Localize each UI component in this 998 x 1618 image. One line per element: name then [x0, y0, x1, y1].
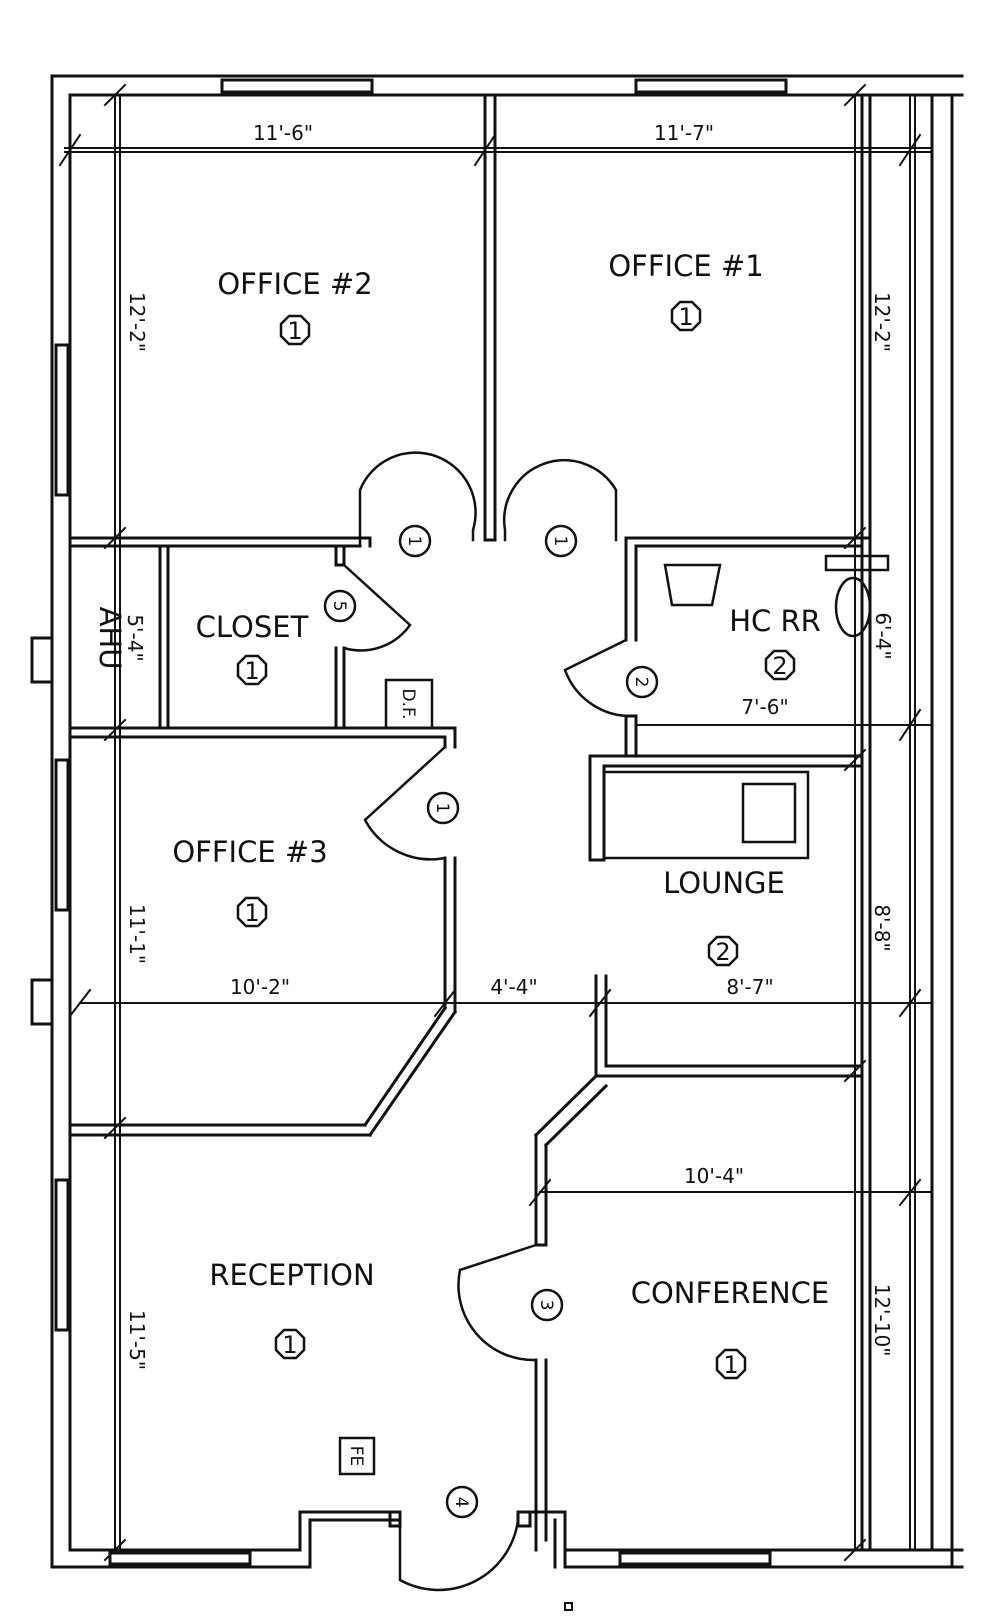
- dim-lounge-depth: 8'-8": [870, 904, 894, 951]
- drinking-fountain-label: D.F.: [398, 689, 418, 720]
- refrigerator-icon: [741, 782, 797, 844]
- room-name-conference: CONFERENCE: [631, 1276, 830, 1310]
- room-tag-lounge: 2: [715, 938, 730, 966]
- dim-office3-width: 10'-2": [230, 975, 290, 999]
- dim-conference-depth: 12'-10": [870, 1284, 894, 1357]
- dim-reception-depth: 11'-5": [125, 1310, 149, 1370]
- office3-tag-octagon: [236, 896, 268, 928]
- door-tag-circles: [323, 524, 659, 1519]
- fire-extinguisher-label: FE: [346, 1446, 366, 1467]
- room-name-office3: OFFICE #3: [172, 835, 327, 869]
- office2-tag-octagon: [279, 314, 311, 346]
- lounge-tag-octagon: [707, 935, 739, 967]
- room-name-closet: CLOSET: [196, 610, 309, 644]
- door-tag-conference: 3: [536, 1300, 556, 1311]
- closet-tag-octagon: [236, 654, 268, 686]
- sink-icon: [663, 563, 722, 607]
- door-tag-circle-conference: [530, 1288, 564, 1322]
- dim-office2-width: 11'-6": [253, 121, 313, 145]
- drinking-fountain-icon: [384, 678, 434, 730]
- dim-corridor-width: 4'-4": [490, 975, 537, 999]
- toilet-tank-icon: [824, 554, 890, 572]
- door-tag-circle-office1: [544, 524, 578, 558]
- exterior-walls: [30, 74, 964, 1569]
- door-swings: [342, 451, 628, 1592]
- dim-office1-width: 11'-7": [654, 121, 714, 145]
- dim-ahu-depth: 5'-4": [123, 614, 147, 661]
- toilet-bowl-icon: [834, 576, 872, 638]
- door-tag-circle-rr: [625, 665, 659, 699]
- office1-tag-octagon: [670, 300, 702, 332]
- dim-lounge-width: 8'-7": [726, 975, 773, 999]
- room-tag-office1: 1: [678, 303, 693, 331]
- dimension-lines: [58, 83, 931, 1562]
- room-tag-office2: 1: [287, 317, 302, 345]
- fixtures: [338, 554, 890, 1611]
- room-tag-office3: 1: [244, 899, 259, 927]
- interior-walls: [68, 93, 872, 1569]
- dim-office1-depth: 12'-2": [870, 292, 894, 352]
- conference-tag-octagon: [715, 1348, 747, 1380]
- room-tag-hc-rr: 2: [772, 652, 787, 680]
- dim-office2-depth: 12'-2": [125, 292, 149, 352]
- fire-extinguisher-icon: [338, 1436, 376, 1476]
- room-name-reception: RECEPTION: [209, 1258, 374, 1292]
- room-name-office1: OFFICE #1: [608, 249, 763, 283]
- door-tag-circle-closet: [323, 589, 357, 623]
- dim-rr-depth: 6'-4": [871, 612, 895, 659]
- room-name-ahu: AHU: [93, 607, 127, 670]
- dim-conference-width: 10'-4": [684, 1164, 744, 1188]
- room-name-lounge: LOUNGE: [663, 866, 785, 900]
- hc-rr-tag-octagon: [764, 649, 796, 681]
- door-tag-circle-office2: [398, 524, 432, 558]
- dim-office3-depth: 11'-1": [125, 904, 149, 964]
- room-name-office2: OFFICE #2: [217, 267, 372, 301]
- room-tag-conference: 1: [723, 1351, 738, 1379]
- reception-tag-octagon: [274, 1328, 306, 1360]
- room-tag-octagons: [236, 300, 796, 1380]
- door-tag-office2: 1: [404, 536, 424, 547]
- counter-icon: [602, 770, 810, 860]
- door-tag-rr: 2: [631, 677, 651, 688]
- door-tag-circle-office3: [426, 791, 460, 825]
- room-tag-reception: 1: [282, 1331, 297, 1359]
- room-name-hc-rr: HC RR: [729, 604, 821, 638]
- door-tag-closet: 5: [329, 601, 349, 612]
- door-tag-circle-entry: [445, 1485, 479, 1519]
- room-tag-closet: 1: [244, 657, 259, 685]
- door-tag-office3: 1: [432, 803, 452, 814]
- door-tag-entry: 4: [451, 1497, 471, 1508]
- door-tag-office1: 1: [550, 536, 570, 547]
- dim-rr-width: 7'-6": [741, 695, 788, 719]
- marker-square-icon: [564, 1602, 573, 1611]
